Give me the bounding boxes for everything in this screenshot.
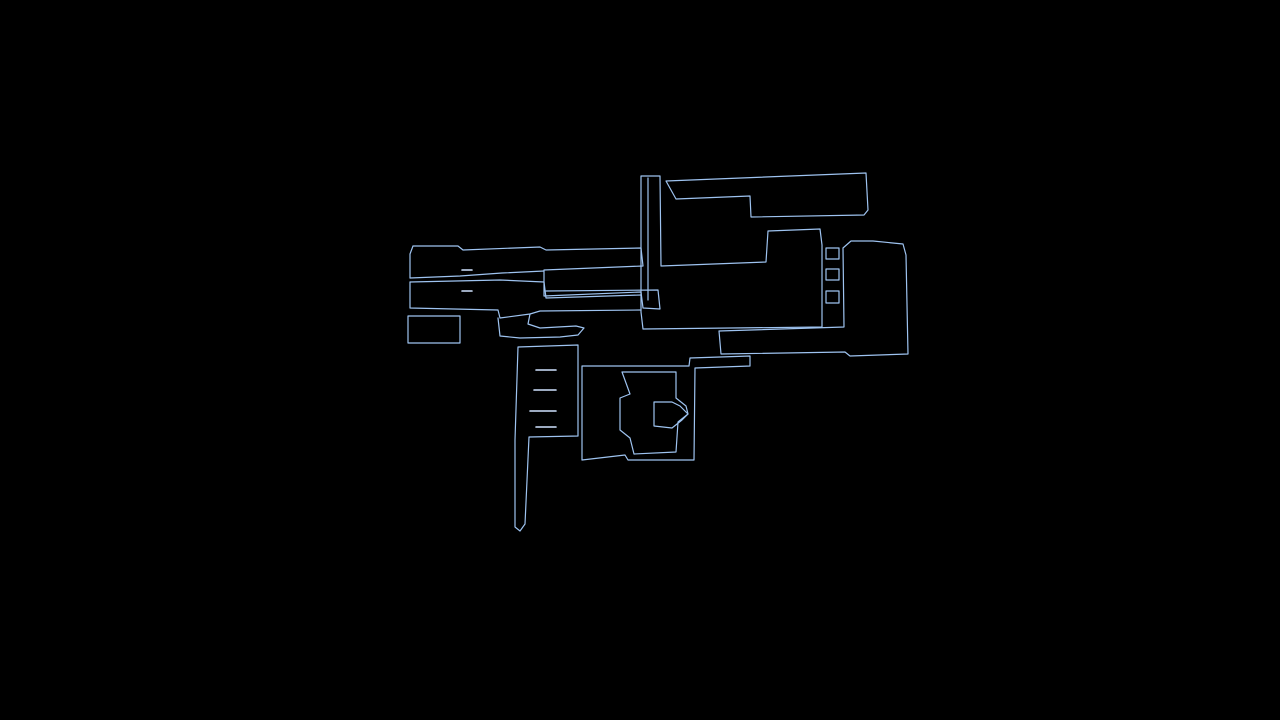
room-south-center: [581, 355, 751, 461]
room-south-corridor: [514, 344, 579, 532]
room-west-wing-3: [409, 279, 642, 299]
room-west-wing-1: [412, 245, 661, 310]
room-west-wing-2: [409, 270, 545, 279]
room-west-wing-4: [409, 281, 642, 319]
room-south-core-left: [619, 371, 689, 455]
room-west-wing-edge: [409, 245, 414, 279]
room-southwest-cell: [407, 315, 461, 344]
alcove-2: [825, 268, 840, 281]
room-south-core-right: [653, 401, 689, 429]
alcove-3: [825, 290, 840, 304]
room-west-connector: [497, 313, 585, 339]
room-north-hall: [665, 172, 869, 218]
room-east-hall: [718, 240, 909, 357]
alcove-1: [825, 247, 840, 260]
room-north-corridor: [640, 175, 823, 330]
